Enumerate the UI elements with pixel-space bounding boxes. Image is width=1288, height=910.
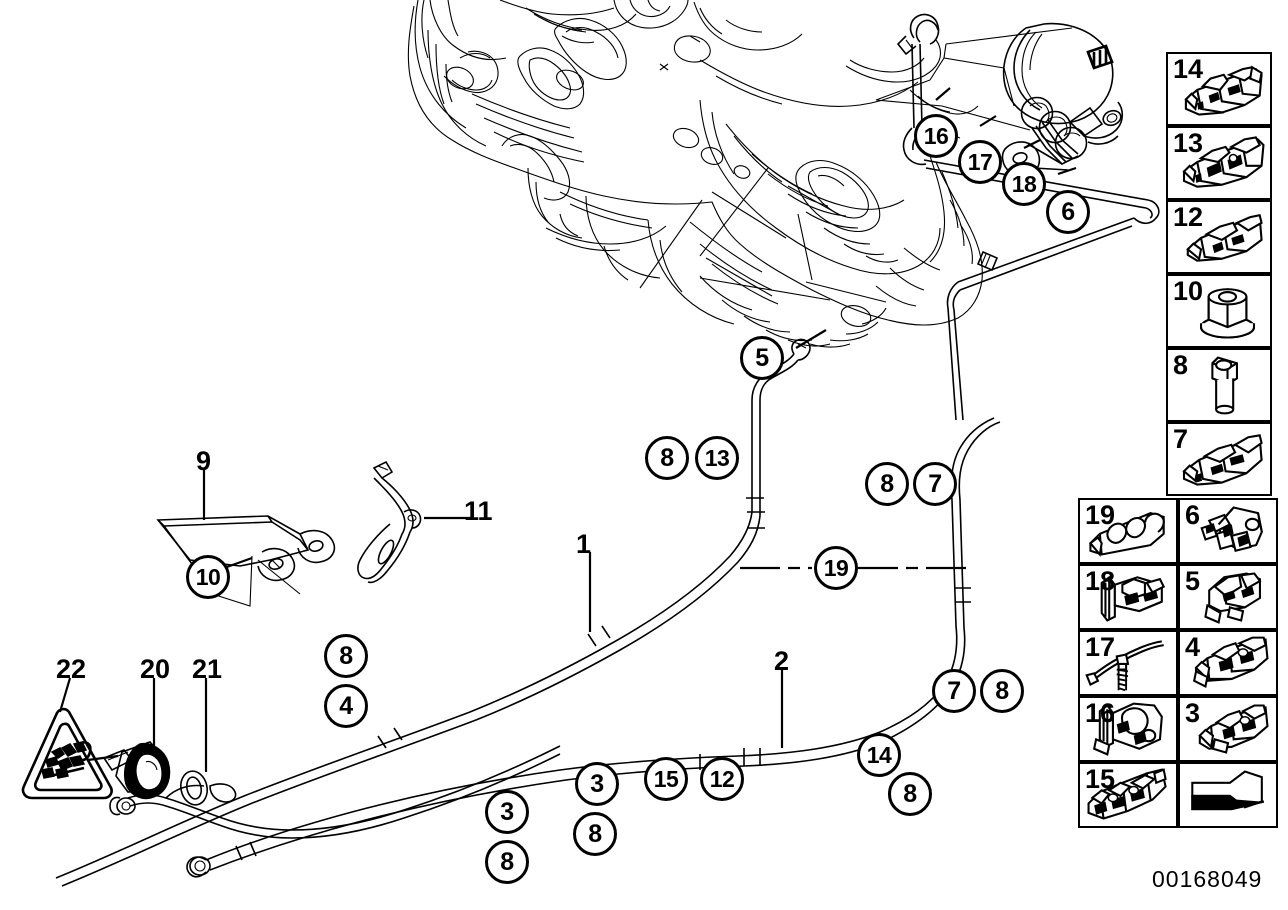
legend-cell-13: 13 [1166,126,1272,200]
label-22: 22 [56,654,87,684]
callout-13: 13 [695,436,739,480]
legend-cell-4: 4 [1178,630,1278,696]
clamp-triple-icon [1087,768,1167,820]
legend-number: 13 [1173,128,1204,158]
clamp-bracket-icon [1093,702,1163,756]
legend-number: 3 [1185,698,1201,728]
legend-number: 10 [1173,276,1204,306]
leader-17 [979,115,997,127]
fuel-lines-drawing [55,338,1001,887]
callout-8-bottom-center: 8 [573,812,617,856]
legend-cell-3: 3 [1178,696,1278,762]
callout-19: 19 [814,546,858,590]
legend-cell-15: 15 [1078,762,1178,828]
callout-8-mid-left: 8 [324,634,368,678]
diagram-id-number: 00168049 [1152,866,1263,892]
callout-3-lower: 3 [485,790,529,834]
clamp-double-icon [1193,636,1269,689]
clamp-double-icon [1198,704,1269,754]
callout-12: 12 [700,757,744,801]
legend-cell-14: 14 [1166,52,1272,126]
label-20: 20 [140,654,171,684]
legend-cell-12: 12 [1166,200,1272,274]
label-2: 2 [774,646,790,676]
callout-10: 10 [186,555,230,599]
legend-cell-5: 5 [1178,564,1278,630]
legend-cell-7: 7 [1166,422,1272,496]
callout-14: 14 [857,733,901,777]
legend-number: 15 [1085,764,1116,794]
clamp-double-icon [1184,65,1263,116]
callout-7-lower: 7 [932,669,976,713]
clamp-bracket-icon [1200,506,1263,552]
label-9: 9 [196,446,212,476]
warning-triangle-part22 [21,707,113,800]
legend-number: 19 [1085,500,1116,530]
leader-6 [1057,166,1077,176]
clamp-single-icon [1182,434,1263,486]
leader-22-pointer [87,754,119,762]
fuel-tank-drawing [407,0,983,348]
label-21: 21 [192,654,223,684]
leader-16 [935,87,951,101]
clamp-double-icon [1182,136,1265,188]
legend-number: 7 [1173,424,1189,454]
legend-number: 12 [1173,202,1204,232]
legend-cell-19: 19 [1078,498,1178,564]
legend-cell-16: 16 [1078,696,1178,762]
direction-arrow-icon [1191,770,1264,811]
legend-cell-direction-arrow [1178,762,1278,828]
clamp-single-icon [1186,214,1263,262]
leader-lines [58,87,1077,772]
callout-8-line1: 8 [645,436,689,480]
callout-6: 6 [1046,190,1090,234]
o-ring-part21 [180,770,208,806]
callout-8-bottom-left: 8 [485,840,529,884]
callout-3-upper: 3 [575,762,619,806]
clamp-bracket-icon [1100,575,1166,622]
legend-cell-10: 10 [1166,274,1272,348]
legend-number: 5 [1185,566,1201,596]
callout-4: 4 [324,684,368,728]
bracket-part11 [357,460,422,584]
callout-8-bottom-right: 8 [888,772,932,816]
callout-5: 5 [740,336,784,380]
callout-7-upper: 7 [913,462,957,506]
charcoal-canister-drawing [1001,22,1124,178]
quick-connector-part20 [102,741,171,800]
legend-number: 17 [1085,632,1116,662]
leader-5 [795,329,827,349]
callout-18: 18 [1002,162,1046,206]
legend-number: 18 [1085,566,1116,596]
cable-tie-icon [1085,640,1164,692]
bracket-part9 [156,515,336,607]
callout-17: 17 [958,140,1002,184]
callout-8-right-upper: 8 [865,462,909,506]
label-1: 1 [576,529,592,559]
leader-22 [58,677,72,713]
leader-10 [223,556,253,570]
label-11: 11 [464,496,493,526]
callout-15: 15 [644,757,688,801]
legend-number: 6 [1185,500,1201,530]
legend-cell-6: 6 [1178,498,1278,564]
flange-nut-icon [1199,288,1256,339]
legend-cell-8: 8 [1166,348,1272,422]
hex-bolt-icon [1211,356,1239,415]
legend-number: 16 [1085,698,1116,728]
legend-cell-17: 17 [1078,630,1178,696]
callout-8-right-lower: 8 [980,669,1024,713]
legend-number: 8 [1173,350,1189,380]
leader-18 [1023,139,1041,149]
legend-cell-18: 18 [1078,564,1178,630]
legend-number: 14 [1173,54,1204,84]
legend-number: 4 [1185,632,1201,662]
vent-line-drawing [875,13,1160,421]
clip-saddle-icon [1088,512,1165,557]
clamp-single-icon [1204,572,1262,624]
callout-16: 16 [914,114,958,158]
